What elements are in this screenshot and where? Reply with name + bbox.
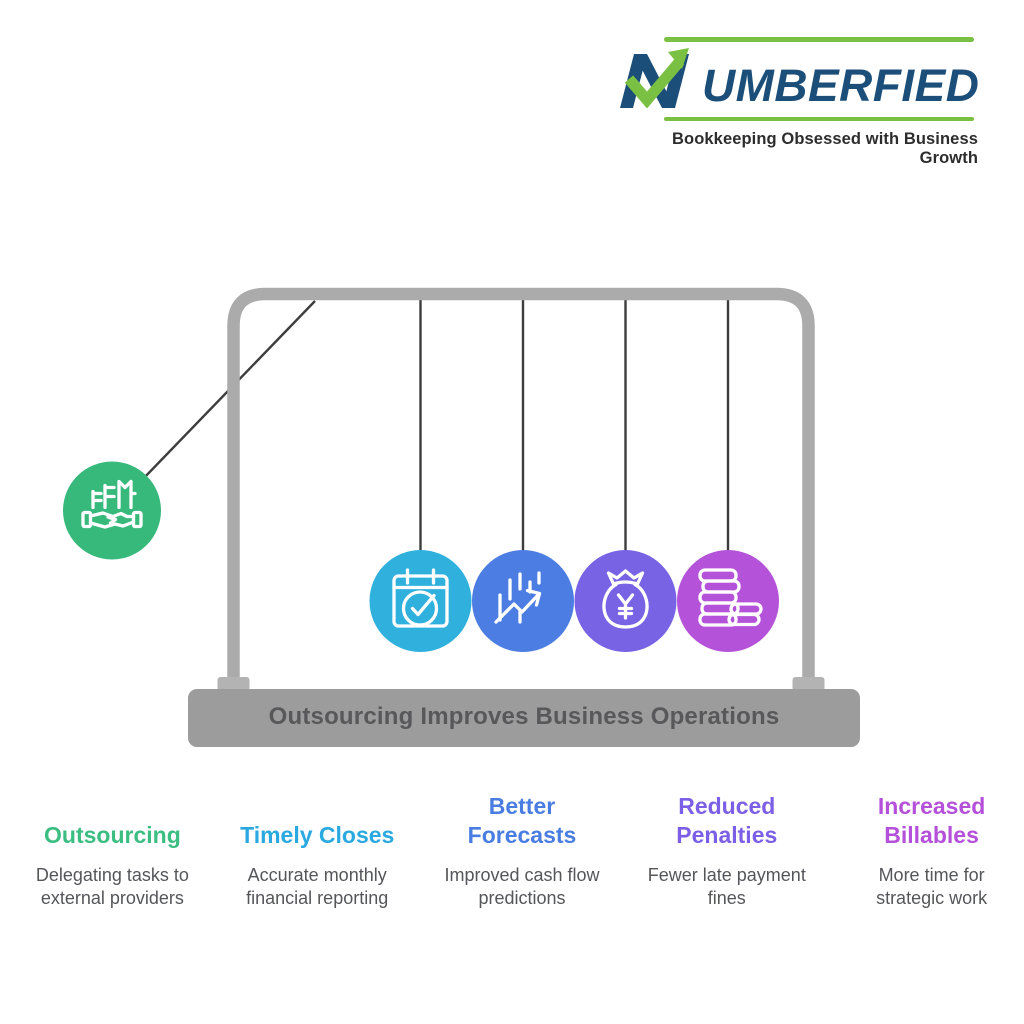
benefit-description: Delegating tasks to external providers xyxy=(35,865,189,908)
benefit-better-forecasts: Better Forecasts Improved cash flow pred… xyxy=(420,784,625,909)
money-bag-icon xyxy=(602,569,649,629)
logo-wordmark: UMBERFIED xyxy=(620,46,980,108)
frame-left-foot xyxy=(217,677,250,691)
ball-timely-closes xyxy=(369,550,472,652)
brand-logo: UMBERFIED Bookkeeping Obsessed with Busi… xyxy=(616,37,980,168)
logo-tagline: Bookkeeping Obsessed with Business Growt… xyxy=(672,130,978,167)
benefit-increased-billables: Increased Billables More time for strate… xyxy=(829,784,1024,909)
cradle-strings xyxy=(111,299,730,552)
ball-increased-billables xyxy=(677,550,779,652)
ball-reduced-penalties xyxy=(574,550,677,652)
benefit-outsourcing: Outsourcing Delegating tasks to external… xyxy=(10,784,215,909)
benefits-row: Outsourcing Delegating tasks to external… xyxy=(10,784,1024,909)
benefit-description: More time for strategic work xyxy=(876,865,988,908)
benefit-description: Fewer late payment fines xyxy=(647,865,806,908)
cradle-frame xyxy=(227,287,815,681)
benefit-title: Reduced Penalties xyxy=(676,793,778,849)
numberfied-n-check-arrow-icon xyxy=(620,47,689,108)
ball-better-forecasts xyxy=(472,550,574,652)
benefit-title: Increased Billables xyxy=(877,793,986,849)
calendar-check-icon xyxy=(392,568,449,628)
benefit-title: Outsourcing xyxy=(44,822,181,849)
logo-top-line xyxy=(664,37,974,42)
benefit-title: Timely Closes xyxy=(240,822,395,849)
benefit-timely-closes: Timely Closes Accurate monthly financial… xyxy=(215,784,420,909)
base-caption: Outsourcing Improves Business Operations xyxy=(268,703,780,730)
ball-outsourcing xyxy=(63,461,161,560)
logo-bottom-line xyxy=(664,116,974,121)
benefit-reduced-penalties: Reduced Penalties Fewer late payment fin… xyxy=(624,784,829,909)
coin-stack-icon xyxy=(698,568,763,627)
cradle-base-bar xyxy=(188,689,860,747)
logo-wordmark-text: UMBERFIED xyxy=(702,59,980,111)
growth-chart-icon xyxy=(494,571,542,624)
frame-right-foot xyxy=(792,677,825,691)
benefit-description: Accurate monthly financial reporting xyxy=(246,865,389,908)
benefit-title: Better Forecasts xyxy=(467,793,577,849)
handshake-buildings-icon xyxy=(81,479,143,529)
benefit-description: Improved cash flow predictions xyxy=(444,865,600,908)
